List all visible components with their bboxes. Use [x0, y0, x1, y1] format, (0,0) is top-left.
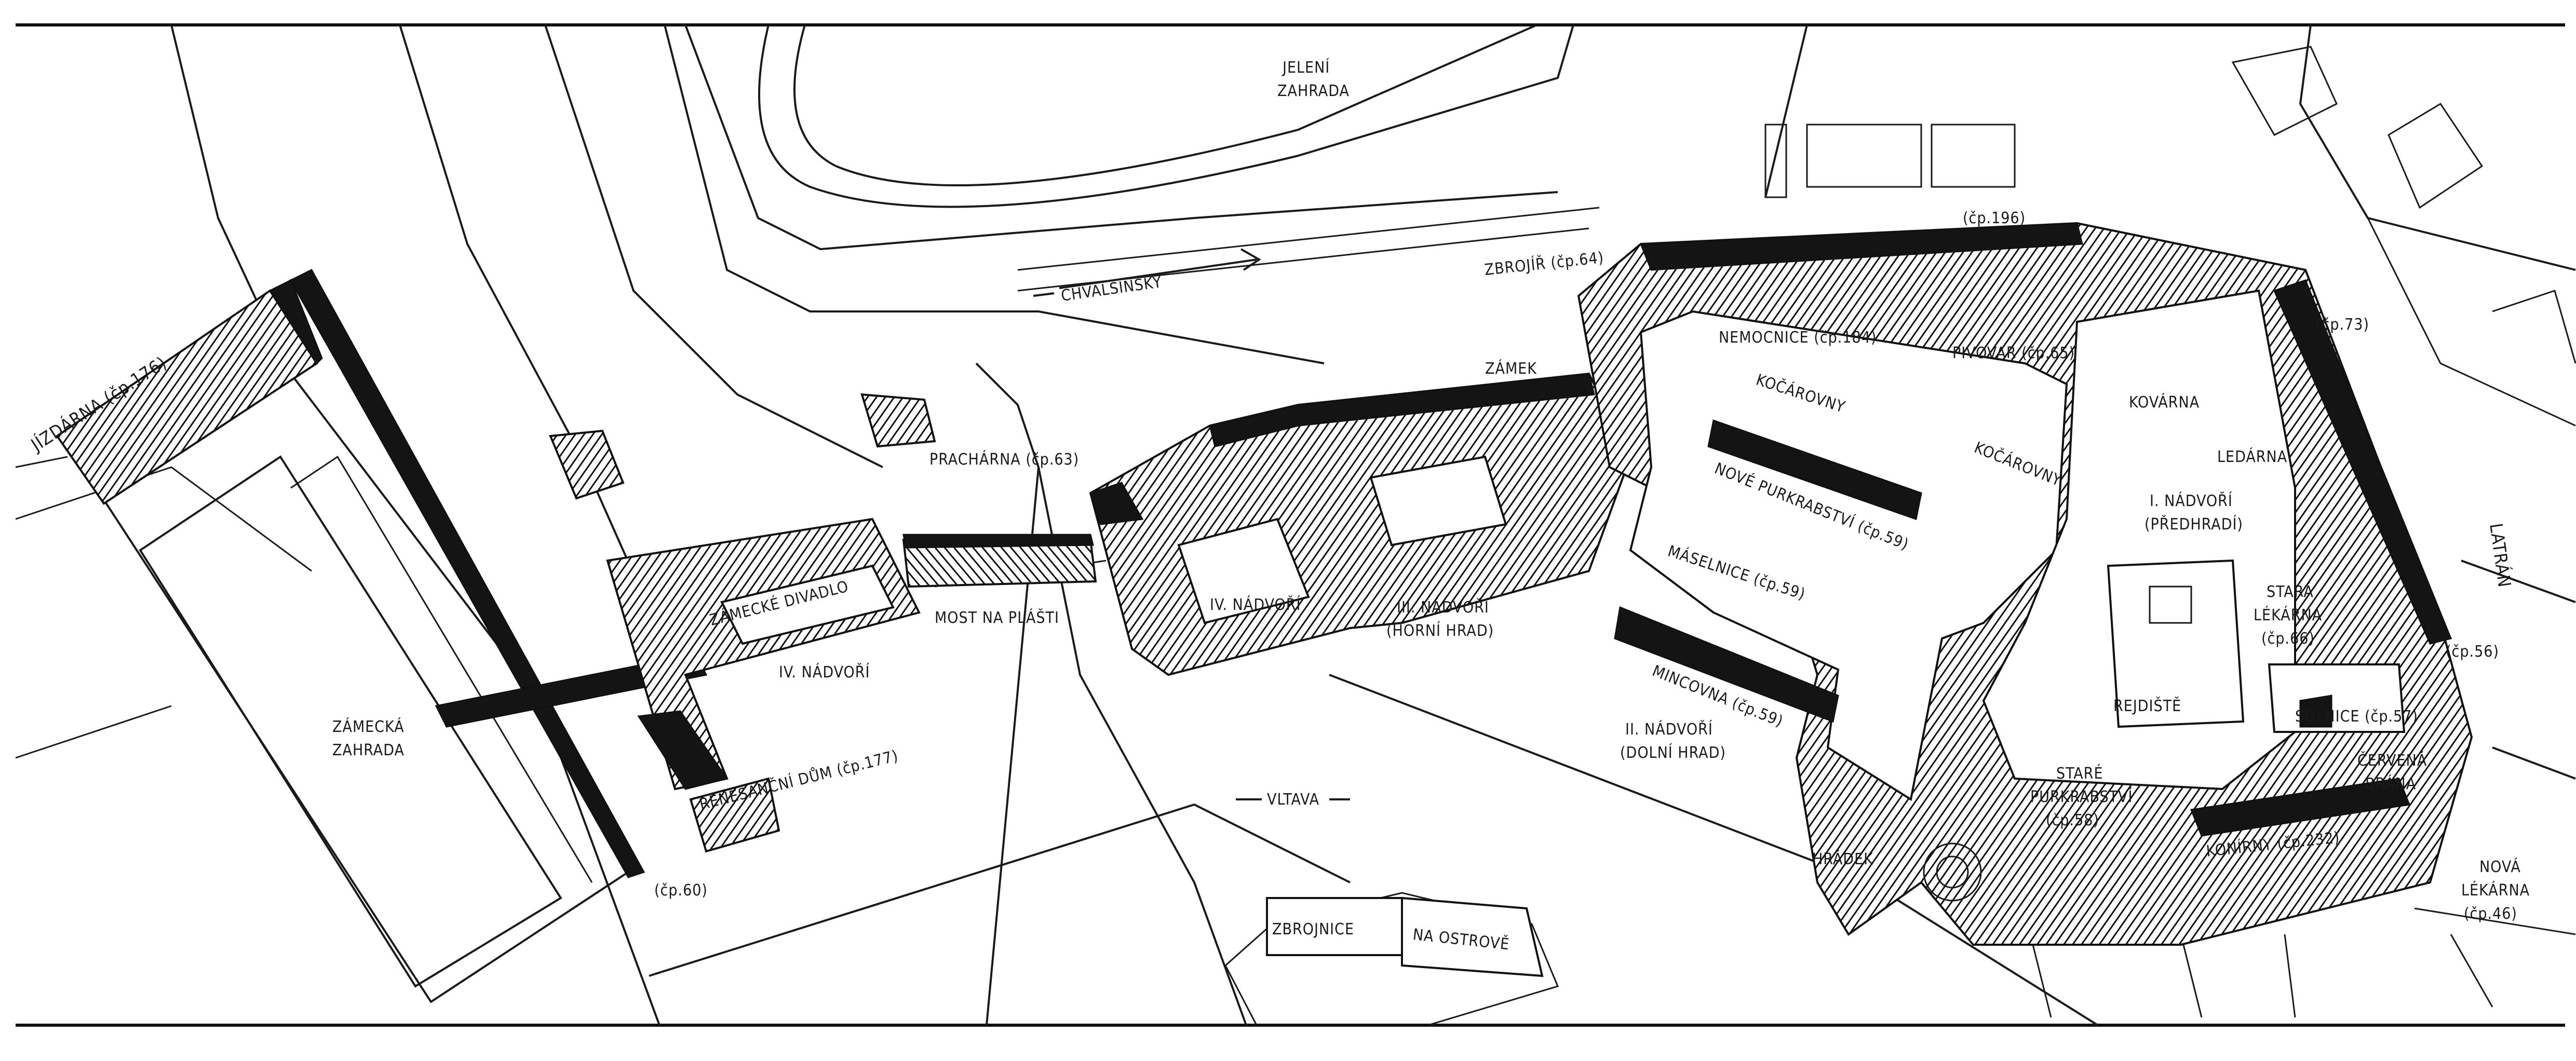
label-zamecka-zahrada-2: ZAHRADA — [332, 741, 404, 759]
label-nadvori-1-a: I. NÁDVOŘÍ — [2150, 492, 2233, 510]
label-cp56: (čp.56) — [2446, 643, 2499, 661]
upper-castle-buildings — [1089, 372, 1632, 676]
riding-hall-building — [56, 279, 323, 505]
label-renesancni-dum: RENESANČNÍ DŮM (čp.177) — [697, 746, 900, 814]
label-nadvori-3-a: III. NÁDVOŘÍ — [1397, 598, 1489, 617]
label-latran: LATRÁN — [2485, 522, 2515, 589]
label-most-na-plasti: MOST NA PLÁŠTI — [935, 608, 1059, 627]
label-nadvori-2-a: II. NÁDVOŘÍ — [1625, 720, 1713, 739]
lower-castle-buildings — [1577, 222, 2473, 946]
label-kovarna: KOVÁRNA — [2129, 393, 2200, 412]
label-rejdiste: REJDIŠTĚ — [2113, 696, 2181, 715]
label-nadvori-3-b: (HORNÍ HRAD) — [1386, 621, 1494, 640]
label-ledarna: LEDÁRNA — [2217, 447, 2287, 466]
label-cp73: (čp.73) — [2316, 316, 2369, 334]
label-zbrojnice: ZBROJNICE — [1272, 920, 1354, 938]
label-nadvori-4-b: IV. NÁDVOŘÍ — [779, 663, 870, 682]
label-pivovar: PIVOVAR (čp.65) — [1952, 344, 2075, 362]
label-nemocnice: NEMOCNICE (čp.184) — [1719, 329, 1877, 347]
label-stare-purkrabstvi-2: PURKRABSTVÍ — [2030, 787, 2133, 806]
label-vltava: VLTAVA — [1267, 791, 1319, 809]
label-hradek: HRÁDEK — [1812, 850, 1873, 868]
label-zamecka-zahrada-1: ZÁMECKÁ — [332, 717, 404, 736]
label-zamek: ZÁMEK — [1485, 359, 1537, 378]
label-nova-lekarna-1: NOVÁ — [2479, 858, 2521, 876]
label-pracharna: PRACHÁRNA (čp.63) — [929, 450, 1079, 469]
label-stara-lekarna-2: LÉKÁRNA — [2254, 606, 2322, 624]
label-nova-lekarna-3: (čp.46) — [2464, 905, 2517, 923]
label-stara-lekarna-1: STARÁ — [2267, 582, 2314, 601]
label-stare-purkrabstvi-3: (čp.58) — [2046, 811, 2099, 829]
river-flow-arrow — [1033, 248, 1350, 800]
theatre-complex — [549, 393, 936, 853]
label-cervena-1: ČERVENÁ — [2357, 751, 2427, 770]
castle-garden — [61, 269, 645, 1003]
map-frame — [16, 23, 2565, 1027]
label-nadvori-4-a: IV. NÁDVOŘÍ — [1210, 595, 1301, 614]
label-stara-lekarna-3: (čp.66) — [2261, 630, 2315, 648]
cloak-bridge — [435, 534, 1107, 728]
label-chvalsinsky: CHVALŠINSKÝ — [1060, 272, 1163, 305]
label-solnice: SOLNICE (čp.57) — [2295, 708, 2418, 726]
armory-building — [1266, 896, 1544, 977]
label-stare-purkrabstvi-1: STARÉ — [2056, 764, 2103, 783]
label-zbrojir: ZBROJÍŘ (čp.64) — [1483, 248, 1605, 279]
label-nadvori-1-b: (PŘEDHRADÍ) — [2145, 515, 2243, 534]
label-cervena-2: BRÁNA — [2365, 774, 2416, 793]
label-cp196: (čp.196) — [1963, 209, 2026, 227]
label-cp60: (čp.60) — [654, 881, 708, 900]
label-jeleni-2: ZAHRADA — [1277, 82, 1350, 100]
label-jeleni-1: JELENÍ — [1282, 58, 1330, 77]
label-nadvori-2-b: (DOLNÍ HRAD) — [1620, 743, 1726, 762]
label-nova-lekarna-2: LÉKÁRNA — [2461, 881, 2530, 900]
